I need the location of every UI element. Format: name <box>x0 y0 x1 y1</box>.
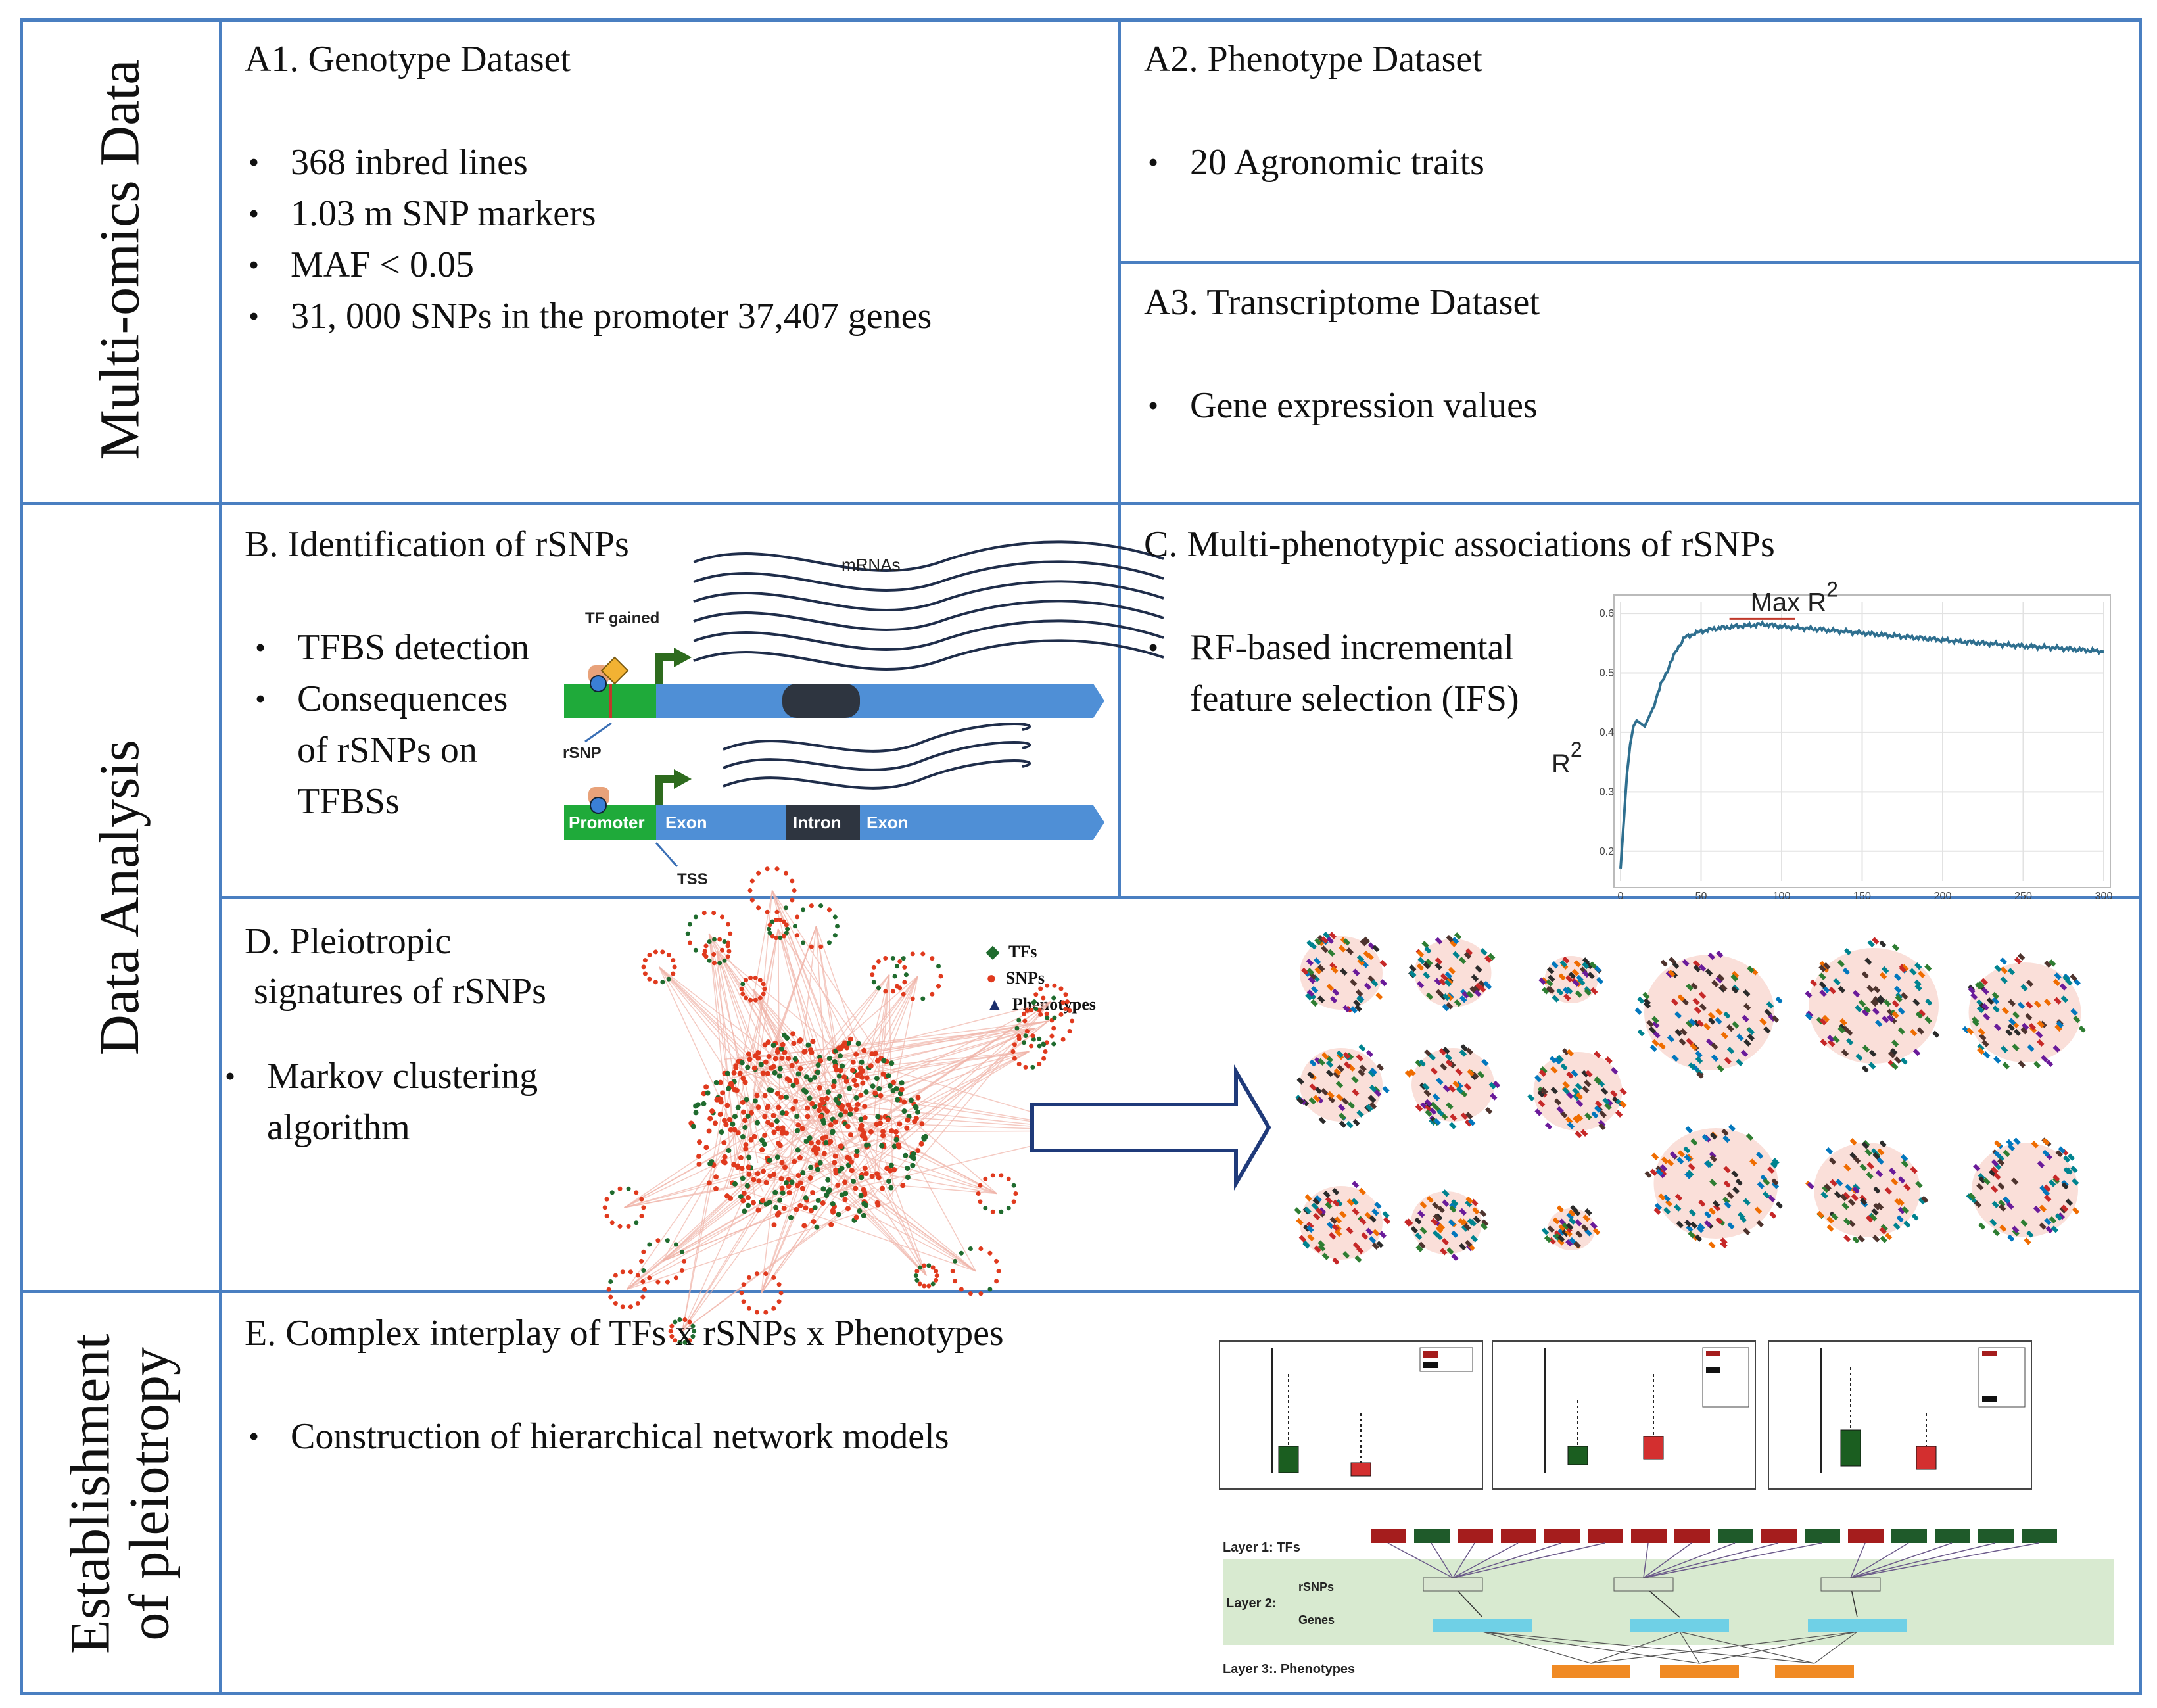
list-item: MAF < 0.05 <box>245 239 932 291</box>
list-item: Construction of hierarchical network mod… <box>245 1411 949 1462</box>
legend-item-tfs: ◆ TFs <box>986 939 1096 965</box>
c-title: C. Multi-phenotypic associations of rSNP… <box>1144 524 1775 565</box>
a3-title: A3. Transcriptome Dataset <box>1144 282 1540 323</box>
row-label-analysis: Data Analysis <box>20 505 219 1290</box>
d-list: Markov clustering algorithm <box>221 1051 538 1153</box>
list-item: 31, 000 SNPs in the promoter 37,407 gene… <box>245 291 932 342</box>
list-item: Gene expression values <box>1144 380 1538 431</box>
list-item: Consequences <box>251 673 529 724</box>
legend-label: TFs <box>1008 942 1037 961</box>
list-item: of rSNPs on <box>297 730 477 771</box>
a1-list: 368 inbred lines 1.03 m SNP markers MAF … <box>245 137 932 342</box>
triangle-icon: ▲ <box>986 995 1003 1014</box>
legend-label: SNPs <box>1005 968 1045 987</box>
a2-title: A2. Phenotype Dataset <box>1144 39 1482 80</box>
list-item: algorithm <box>267 1107 410 1148</box>
b-title: B. Identification of rSNPs <box>245 524 629 565</box>
row-label-line1: Establishment <box>58 1333 122 1655</box>
row2-divider <box>20 1290 2142 1293</box>
circle-icon: ● <box>986 968 997 987</box>
a2-a3-divider <box>1118 261 2142 264</box>
list-item: TFBSs <box>297 781 400 822</box>
list-item: 20 Agronomic traits <box>1144 137 1484 188</box>
legend-label: Phenotypes <box>1012 995 1096 1014</box>
row-label-multiomics: Multi-omics Data <box>20 18 219 502</box>
list-item: 1.03 m SNP markers <box>245 188 932 239</box>
a1-title: A1. Genotype Dataset <box>245 39 571 80</box>
c-list: RF-based incremental feature selection (… <box>1144 622 1519 724</box>
d-title-line2: signatures of rSNPs <box>254 971 546 1012</box>
a2-list: 20 Agronomic traits <box>1144 137 1484 188</box>
row-label-text: Establishment of pleiotropy <box>58 1333 181 1655</box>
list-item: TFBS detection <box>251 622 529 673</box>
bc-d-divider <box>219 896 2142 899</box>
a3-list: Gene expression values <box>1144 380 1538 431</box>
e-list: Construction of hierarchical network mod… <box>245 1411 949 1462</box>
row-label-text: Multi-omics Data <box>87 59 151 461</box>
diamond-icon: ◆ <box>986 942 999 961</box>
list-item: RF-based incremental <box>1144 622 1519 673</box>
label-column-divider <box>219 18 222 1695</box>
d-title-line1: D. Pleiotropic <box>245 921 452 962</box>
row-label-pleiotropy: Establishment of pleiotropy <box>20 1293 219 1695</box>
list-item: feature selection (IFS) <box>1190 678 1519 719</box>
row-label-text: Data Analysis <box>87 739 151 1056</box>
col-divider-top <box>1118 18 1121 898</box>
legend-item-phenotypes: ▲ Phenotypes <box>986 991 1096 1018</box>
list-item: Markov clustering <box>221 1051 538 1102</box>
list-item: 368 inbred lines <box>245 137 932 188</box>
legend-item-snps: ● SNPs <box>986 965 1096 991</box>
b-list: TFBS detection Consequences of rSNPs on … <box>251 622 529 827</box>
outer-frame <box>20 18 2142 1695</box>
e-title: E. Complex interplay of TFs x rSNPs x Ph… <box>245 1313 1004 1354</box>
row-label-line2: of pleiotropy <box>117 1347 181 1641</box>
row1-divider <box>20 502 2142 505</box>
network-legend: ◆ TFs ● SNPs ▲ Phenotypes <box>986 939 1096 1018</box>
